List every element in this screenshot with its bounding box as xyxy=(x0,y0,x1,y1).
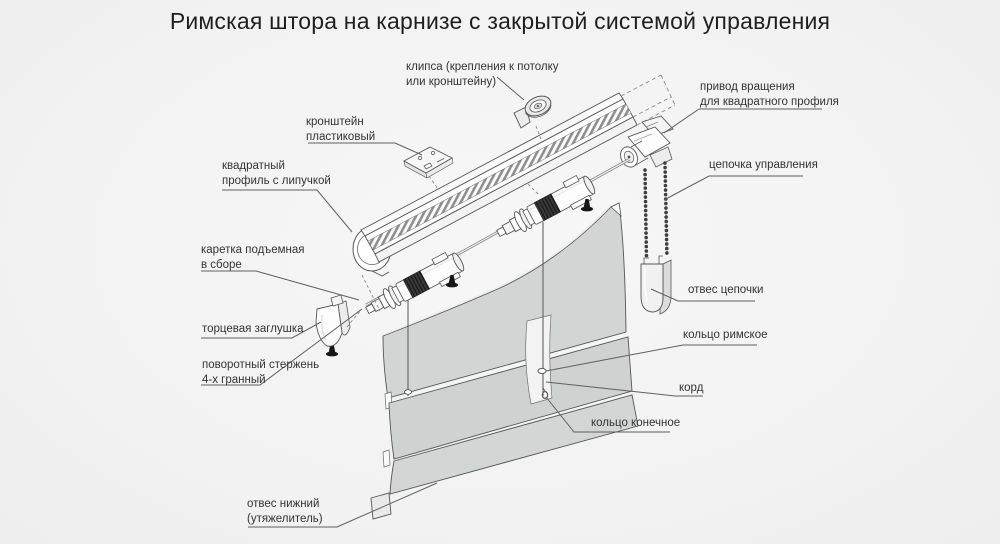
chain-housing xyxy=(649,146,673,168)
ring-left xyxy=(404,389,412,395)
label-drive: привод вращения для квадратного профиля xyxy=(700,81,839,108)
square-profile-rail xyxy=(352,74,676,277)
end-ring xyxy=(542,387,546,392)
label-bottom-weight: отвес нижний (утяжелитель) xyxy=(247,498,323,525)
bottom-weight-bar xyxy=(370,492,392,520)
label-carriage: каретка подъемная в сборе xyxy=(201,244,305,271)
label-cord: корд xyxy=(679,382,704,394)
leader-chain-weight xyxy=(650,288,755,302)
leader-lines xyxy=(201,76,822,528)
ceiling-clip xyxy=(513,95,552,129)
velcro-strip xyxy=(367,103,632,251)
page-title: Римская штора на карнизе с закрытой сист… xyxy=(169,8,831,34)
fabric-corner-flap xyxy=(610,202,622,218)
leader-cord xyxy=(545,381,703,397)
roman-ring xyxy=(537,367,547,375)
label-clip: клипса (крепления к потолку или кронштей… xyxy=(406,61,559,88)
fabric-shade xyxy=(370,202,639,520)
leader-carriage xyxy=(201,270,360,301)
chain-weight xyxy=(640,255,672,315)
leader-bottom-weight xyxy=(248,482,438,528)
label-roman-ring: кольцо римское xyxy=(683,329,768,341)
assembly-dashes xyxy=(346,125,542,328)
control-chain xyxy=(643,161,669,261)
leader-endcap xyxy=(201,321,322,339)
end-ring-loop xyxy=(541,391,549,399)
label-bracket: кронштейн пластиковый xyxy=(306,116,376,143)
fabric-slit xyxy=(525,314,553,405)
label-profile: квадратный профиль с липучкой xyxy=(222,160,331,187)
fabric-fold-tab-2 xyxy=(382,449,391,468)
leader-rod xyxy=(201,308,363,386)
fabric-panel-middle xyxy=(388,336,633,460)
end-cap xyxy=(315,294,351,347)
label-end-ring: кольцо конечное xyxy=(591,417,681,429)
leader-profile xyxy=(222,189,353,233)
leader-clip xyxy=(496,76,525,101)
label-rod: поворотный стержень 4-х гранный xyxy=(202,359,320,386)
plastic-bracket xyxy=(403,146,454,179)
label-end-cap: торцевая заглушка xyxy=(202,323,304,335)
fabric-panel-bottom xyxy=(389,394,639,495)
leader-chain xyxy=(663,175,803,201)
leader-end-ring xyxy=(545,396,670,433)
label-chain: цепочка управления xyxy=(709,159,818,171)
leader-roman-ring xyxy=(545,344,757,372)
leader-drive xyxy=(663,108,822,134)
label-chain-weight: отвес цепочки xyxy=(688,284,764,296)
leader-bracket xyxy=(308,142,423,156)
